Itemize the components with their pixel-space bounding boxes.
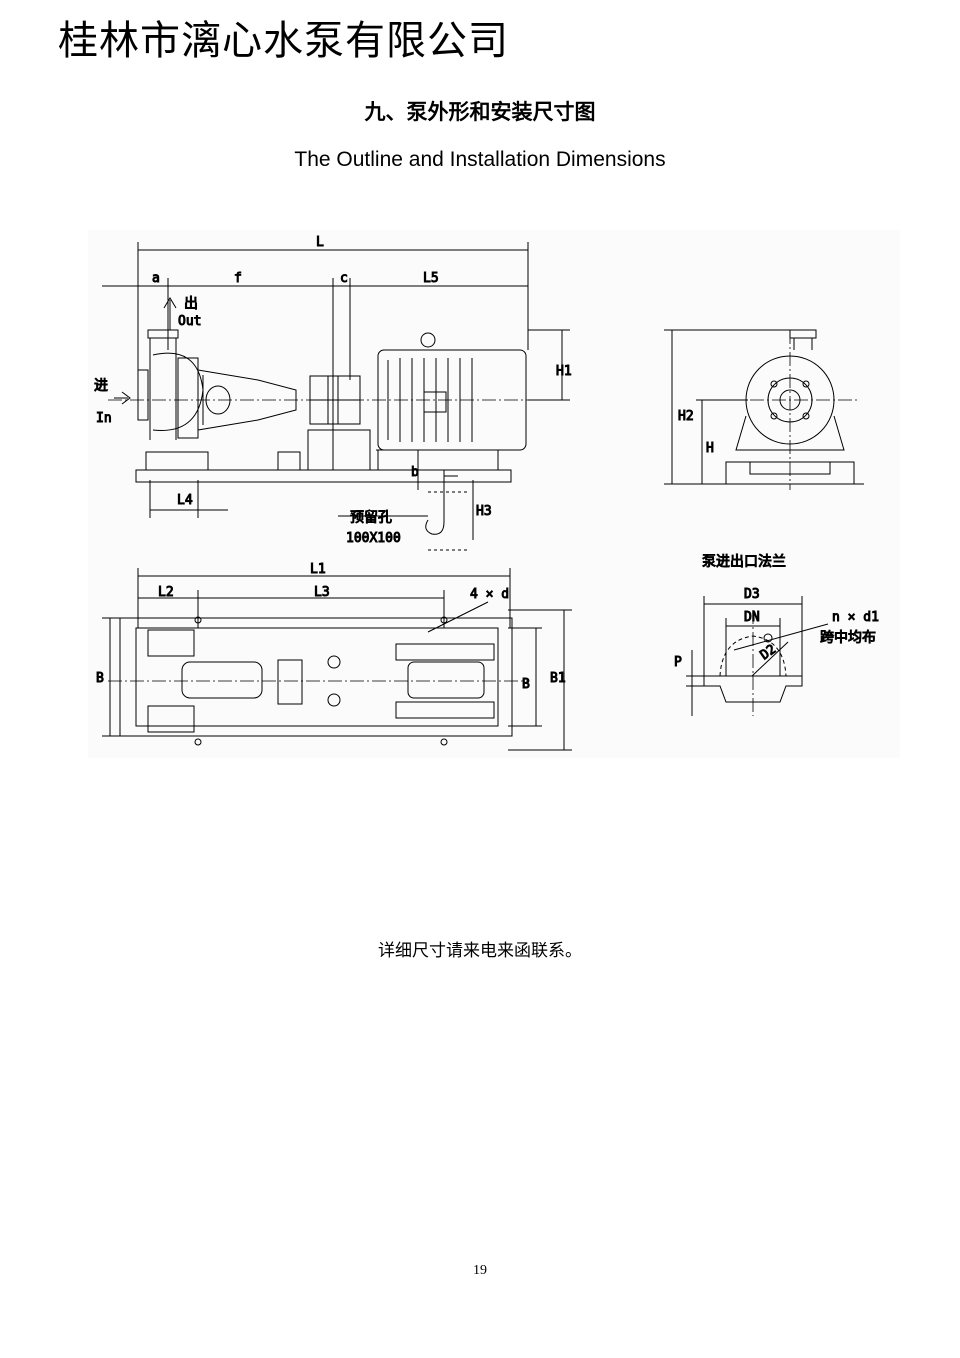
- flange-spacing-label: 跨中均布: [820, 630, 876, 646]
- dim-P: P: [674, 655, 682, 670]
- flange-title: 泵进出口法兰: [702, 554, 786, 570]
- dim-f: f: [234, 271, 242, 286]
- contact-note: 详细尺寸请来电来函联系。: [378, 941, 582, 961]
- flange-holes-label: n × d1: [832, 610, 879, 625]
- dim-DN: DN: [744, 610, 760, 625]
- dim-H: H: [706, 441, 714, 456]
- side-view: [102, 242, 570, 551]
- dim-L2: L2: [158, 585, 174, 600]
- dim-B1: B1: [550, 671, 566, 686]
- section-title-cn: 九、泵外形和安装尺寸图: [364, 100, 596, 124]
- section-title-en: The Outline and Installation Dimensions: [294, 148, 666, 171]
- dim-H2: H2: [678, 409, 694, 424]
- plan-view: [102, 568, 572, 751]
- outline-installation-drawing: L a f c L5 出 Out 进 In H1 b H3 L4 预留孔 100…: [88, 230, 900, 758]
- inlet-label-en: In: [96, 411, 112, 426]
- dim-H3: H3: [476, 504, 492, 519]
- dim-L4: L4: [177, 493, 193, 508]
- dim-B-left: B: [96, 671, 104, 686]
- company-name: 桂林市漓心水泵有限公司: [58, 18, 509, 64]
- outlet-label-en: Out: [178, 314, 201, 329]
- dim-D3: D3: [744, 587, 760, 602]
- dim-L1: L1: [310, 562, 326, 577]
- dim-L5: L5: [423, 271, 439, 286]
- dim-L: L: [316, 235, 324, 250]
- end-view: [664, 329, 864, 490]
- dim-D2: D2: [758, 642, 779, 663]
- dim-H1: H1: [556, 364, 572, 379]
- page-number: 19: [473, 1263, 487, 1278]
- reserved-hole-size: 100X100: [346, 531, 401, 546]
- flange-detail: [686, 596, 829, 716]
- inlet-label-cn: 进: [94, 378, 108, 394]
- dim-B-right: B: [522, 677, 530, 692]
- outlet-label-cn: 出: [184, 296, 198, 312]
- bolt-holes-label: 4 × d: [470, 587, 509, 602]
- dim-b: b: [411, 465, 419, 480]
- reserved-hole-label: 预留孔: [350, 510, 392, 526]
- dim-c: c: [340, 271, 348, 286]
- dim-L3: L3: [314, 585, 330, 600]
- dim-a: a: [152, 271, 160, 286]
